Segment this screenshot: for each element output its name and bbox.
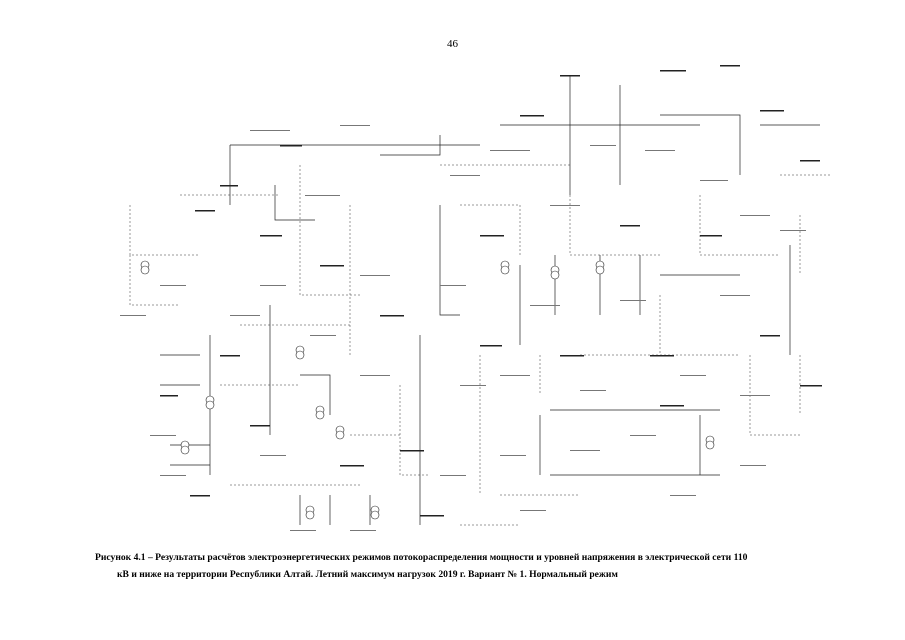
page-number: 46 <box>447 38 458 50</box>
figure-caption: Рисунок 4.1 – Результаты расчётов электр… <box>95 549 815 583</box>
figure-caption-line-1: Рисунок 4.1 – Результаты расчётов электр… <box>95 552 748 563</box>
figure-caption-line-2: кВ и ниже на территории Республики Алтай… <box>117 569 618 580</box>
schematic-drawing <box>120 65 830 531</box>
network-schematic-diagram <box>100 55 840 540</box>
